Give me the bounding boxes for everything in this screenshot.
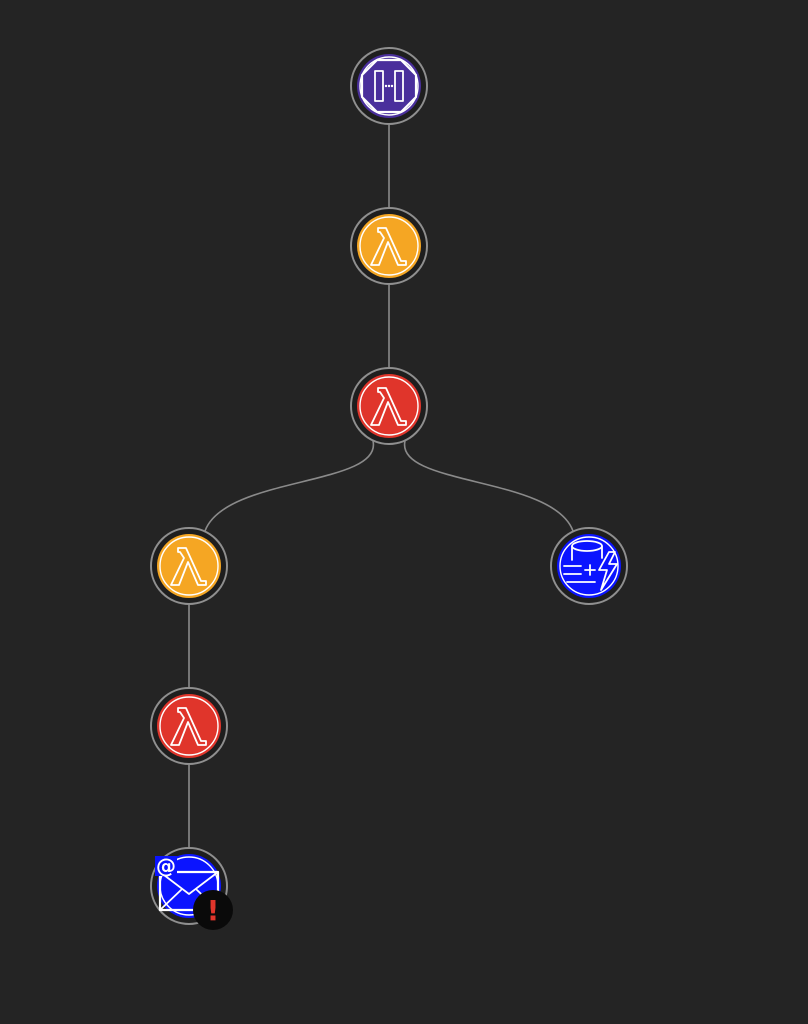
- edges-layer: [188, 125, 574, 847]
- node-api[interactable]: [350, 47, 428, 125]
- node-lambda-4[interactable]: [150, 687, 228, 765]
- node-inner-ring: [159, 696, 219, 756]
- node-inner-ring: [159, 536, 219, 596]
- node-inner-ring: [359, 56, 419, 116]
- database-lightning-icon: [563, 540, 618, 591]
- node-lambda-3[interactable]: [150, 527, 228, 605]
- nodes-layer: @!: [150, 47, 628, 930]
- api-gateway-icon: [360, 58, 418, 114]
- node-lambda-1[interactable]: [350, 207, 428, 285]
- edge-lambda-2-to-lambda-3: [204, 440, 374, 532]
- lambda-icon: [170, 547, 207, 586]
- node-inner-ring: [359, 376, 419, 436]
- lambda-icon: [370, 387, 407, 426]
- exclamation-icon: !: [207, 894, 220, 927]
- node-database[interactable]: [550, 527, 628, 605]
- node-inner-ring: [359, 216, 419, 276]
- node-lambda-2[interactable]: [350, 367, 428, 445]
- node-email[interactable]: @!: [150, 847, 233, 930]
- node-inner-ring: [559, 536, 619, 596]
- alert-badge[interactable]: !: [193, 890, 233, 930]
- at-sign-icon: @: [156, 854, 176, 878]
- lambda-icon: [170, 707, 207, 746]
- edge-lambda-2-to-database: [404, 440, 574, 532]
- lambda-icon: [370, 227, 407, 266]
- alert-badge-bg: [193, 890, 233, 930]
